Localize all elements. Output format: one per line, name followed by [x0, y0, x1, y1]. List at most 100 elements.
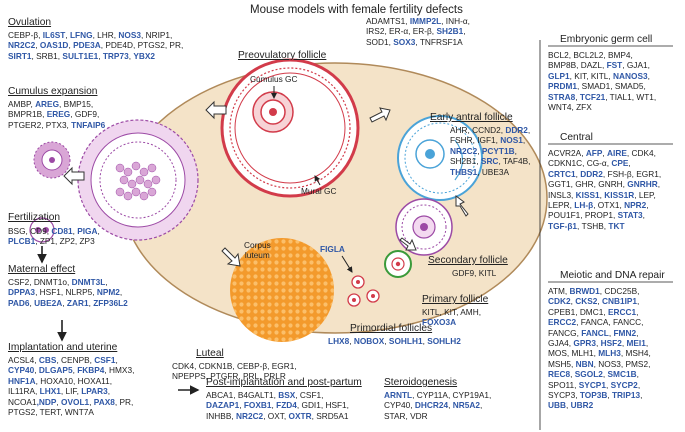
gene-text: AMBP, — [8, 99, 36, 109]
gene-highlight: STAT3 — [617, 210, 643, 221]
gene-text: , TAF4B, — [498, 156, 531, 167]
gene-highlight: CDK2 — [548, 296, 571, 307]
gene-line: UBB, UBR2 — [548, 400, 651, 410]
implantation-header: Implantation and uterine — [8, 342, 118, 353]
gene-line: STRA8, TCF21, TIAL1, WT1, — [548, 92, 656, 102]
zygote-shape — [29, 217, 55, 243]
gene-text: , LIF, — [60, 386, 82, 397]
gene-text: CDK4, CDKN1B, CEBP-β, EGR1, — [172, 361, 297, 371]
gene-line: BSG, CD9, CD81, PIGA, — [8, 226, 100, 236]
gene-highlight: NANOS3 — [613, 70, 648, 81]
gene-text: , FANCA, FANCC, — [576, 317, 644, 328]
gene-text: , UBE3A — [477, 166, 510, 177]
gene-highlight: NR2C2 — [8, 40, 36, 51]
gene-line: PLCB1, ZP1, ZP2, ZP3 — [8, 236, 100, 246]
steroid-genes: ARNTL, CYP11A, CYP19A1,CYP40, DHCR24, NR… — [384, 390, 491, 421]
gene-highlight: NPR2 — [624, 200, 647, 211]
gene-text: , — [570, 369, 575, 380]
gene-highlight: SMC1B — [607, 369, 637, 380]
gene-highlight: SOHLH1 — [388, 336, 423, 346]
gene-text: , — [646, 200, 649, 211]
gene-text: , LEP, — [634, 189, 656, 200]
gene-highlight: THBS1 — [450, 166, 478, 177]
gene-highlight: PLCB1 — [8, 236, 36, 247]
gene-highlight: REC8 — [548, 369, 571, 380]
gene-text: , LHR, — [92, 30, 119, 40]
gene-text: , HMX3, — [104, 365, 135, 376]
maternal-header: Maternal effect — [8, 264, 76, 275]
gene-line: POU1F1, PROP1, STAT3, — [548, 210, 661, 220]
gene-highlight: CBS — [38, 355, 57, 365]
gene-text: , — [62, 297, 67, 308]
gene-text: BSG, CD9, — [8, 226, 52, 236]
gene-text: , — [607, 390, 612, 401]
gene-line: BMPR1B, EREG, GDF9, — [8, 109, 105, 119]
gene-highlight: KISS1R — [604, 189, 635, 200]
gene-text: , — [565, 400, 571, 411]
embryonic-header: Embryonic germ cell — [560, 34, 653, 45]
gene-highlight: SH2B1 — [436, 26, 464, 37]
gene-highlight: PCYT1B — [481, 145, 515, 156]
gene-highlight: OVOL1 — [61, 396, 90, 407]
gene-highlight: AREG — [35, 99, 60, 109]
gene-highlight: DDR2 — [505, 125, 528, 135]
gene-text: , TIAL1, WT1, — [605, 91, 657, 102]
gene-text: , — [349, 336, 354, 346]
gene-text: , — [479, 400, 483, 411]
gene-highlight: ERCC2 — [548, 317, 577, 328]
fertilization-genes: BSG, CD9, CD81, PIGA,PLCB1, ZP1, ZP2, ZP… — [8, 226, 100, 247]
gene-text: , PDE4D, PTGS2, PR, — [100, 40, 184, 51]
primordial-genes: LHX8, NOBOX, SOHLH1, SOHLH2 — [328, 336, 461, 346]
gene-text: CPEB1, DMC1, — [548, 306, 608, 317]
gene-text: , — [384, 336, 389, 346]
primary-genes: KITL, KIT, AMH,FOXO3A — [422, 307, 481, 328]
gene-text: , — [637, 296, 640, 307]
gene-text: , — [128, 50, 134, 61]
gene-highlight: FMN2 — [613, 327, 637, 338]
gene-line: TGF-β1, TSHB, TKT — [548, 221, 661, 231]
fertilization-header: Fertilization — [8, 212, 61, 223]
gene-highlight: SIRT1 — [8, 50, 32, 61]
gene-text: BMP8B, DAZL, — [548, 60, 607, 71]
gene-highlight: AIRE — [607, 148, 627, 158]
gene-line: LHX8, NOBOX, SOHLH1, SOHLH2 — [328, 336, 461, 346]
gene-highlight: LFNG — [69, 30, 93, 40]
gene-highlight: UBR2 — [570, 400, 594, 411]
gene-line: CYP40, DLGAP5, FKBP4, HMX3, — [8, 365, 134, 375]
gene-highlight: LHX8 — [328, 336, 350, 346]
gene-line: BCL2, BCL2L2, BMP4, — [548, 50, 656, 60]
early-antral-follicle-shape — [397, 115, 483, 201]
gene-text: , HOXA10, HOXA11, — [35, 375, 113, 386]
gene-text: , — [599, 189, 605, 200]
gene-highlight: PAX8 — [93, 396, 115, 407]
gene-text: , BMP15, — [59, 99, 94, 109]
gene-line: NR2C2, PCYT1B, — [450, 146, 530, 156]
cumulus-genes: AMBP, AREG, BMP15,BMPR1B, EREG, GDF9,PTG… — [8, 99, 105, 130]
gene-text: , — [595, 338, 601, 349]
gene-line: GLP1, KIT, KITL, NANOS3, — [548, 71, 656, 81]
gene-line: STAR, VDR — [384, 411, 491, 421]
arrow-figla-1 — [341, 255, 353, 273]
gene-text: CEBP-β, — [8, 30, 43, 40]
secondary-header: Secondary follicle — [428, 255, 508, 266]
gene-line: GGT1, GHR, GNRH, GNRHR, — [548, 179, 661, 189]
gene-highlight: LHX1 — [39, 386, 61, 397]
gene-line: KITL, KIT, AMH, — [422, 307, 481, 317]
gene-text: BCL2, BCL2L2, BMP4, — [548, 50, 633, 60]
gene-highlight: CRTC1 — [548, 168, 576, 179]
gene-text: , NOS3, PMS2, — [593, 358, 651, 369]
primary-follicle-shape — [384, 250, 412, 278]
gene-text: ACVR2A, — [548, 148, 586, 158]
gene-line: CDK2, CKS2, CNB1IP1, — [548, 296, 651, 306]
gene-text: FSHR, IGF1, — [450, 135, 501, 146]
gene-text: , TNFRSF1A — [415, 36, 463, 47]
gene-line: NCOA1,NDP, OVOL1, PAX8, PR, — [8, 397, 134, 407]
gene-text: , — [514, 145, 517, 156]
gene-text: , GJA1, — [622, 60, 650, 71]
gene-text: , — [637, 379, 641, 390]
gene-highlight: TKT — [608, 220, 625, 231]
gene-highlight: NBN — [575, 358, 594, 369]
gene-text: , — [72, 226, 78, 236]
